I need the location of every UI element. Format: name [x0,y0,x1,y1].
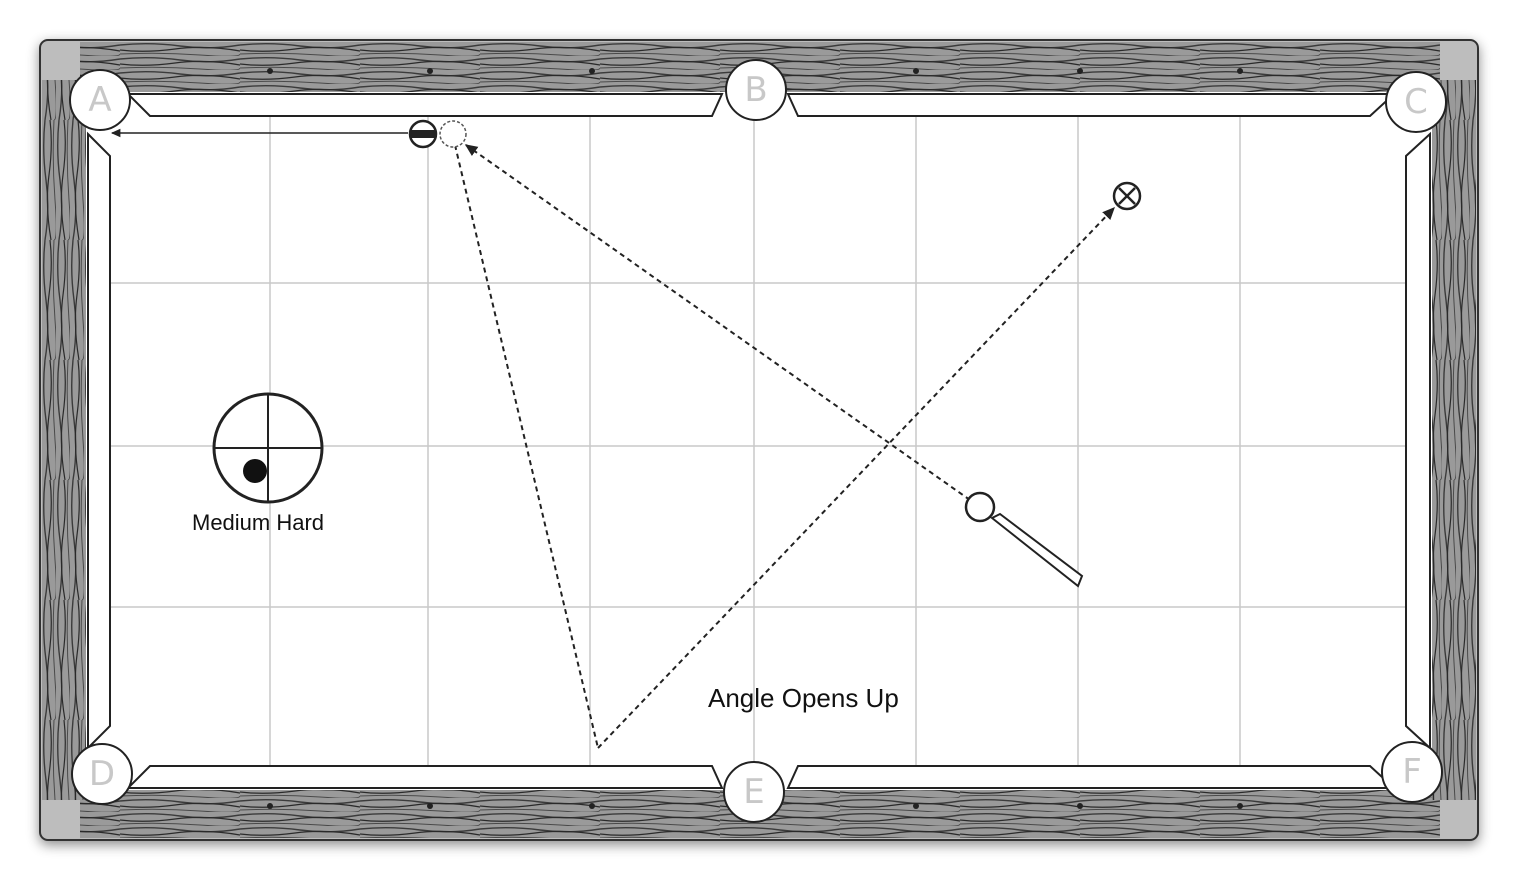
pocket-d: D [71,743,133,805]
spin-indicator [212,392,324,504]
pocket-label-f: F [1402,752,1422,792]
cue-ball-path-to-contact [464,144,971,501]
pocket-label-e: E [743,772,764,812]
pocket-c: C [1385,71,1447,133]
object-ball [408,119,438,149]
target-x-marker [1112,181,1142,211]
table-grid [111,117,1405,765]
cue-ball-path-to-target [597,206,1115,749]
pocket-b: B [725,59,787,121]
pocket-label-d: D [89,754,115,794]
ghost-ball [439,120,467,148]
tip-contact-dot [243,459,267,483]
pocket-e: E [723,761,785,823]
cue-stick [990,512,1084,588]
right-rail [1432,80,1476,800]
cushion-top-right [786,93,1397,117]
diagram-caption: Angle Opens Up [708,683,899,713]
cushion-bottom-right [786,765,1397,789]
spin-label: Medium Hard [192,510,324,535]
pocket-label-c: C [1404,82,1428,122]
cushion-bottom-left [125,765,724,789]
pockets: A B C D E F [69,59,1447,823]
pocket-label-b: B [744,70,767,110]
cushions [87,93,1431,789]
cushion-right [1405,131,1431,751]
rail-diamonds [267,68,1243,809]
pocket-f: F [1381,741,1443,803]
left-rail [42,80,86,800]
cue-ball-path-to-rail [454,144,599,749]
cue-ball [964,491,996,523]
pocket-a: A [69,69,131,131]
pocket-label-a: A [88,80,111,120]
cushion-left [87,131,111,751]
cushion-top-left [125,93,724,117]
